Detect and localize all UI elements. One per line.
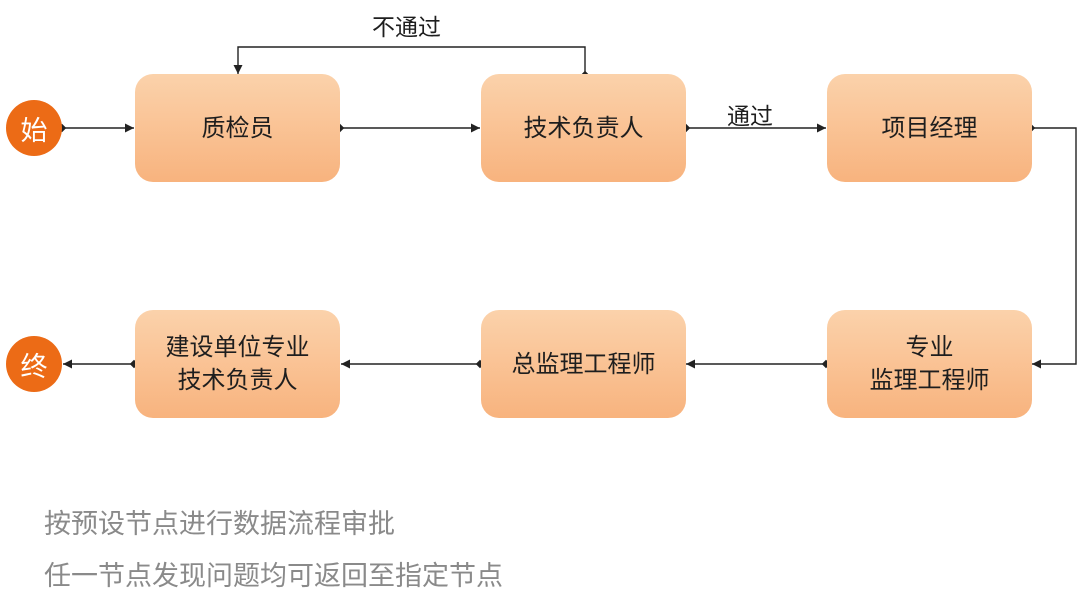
node-label: 项目经理 [881, 113, 978, 142]
edge-tech-lead-reject-loop [233, 46, 586, 75]
description-line-1: 按预设节点进行数据流程审批 [44, 509, 395, 540]
edge-label-reject: 不通过 [372, 15, 441, 41]
node-label-line2: 监理工程师 [869, 366, 990, 394]
node-owner-tech-lead: 建设单位专业 技术负责人 [135, 310, 340, 418]
node-label: 技术负责人 [523, 113, 644, 142]
node-tech-lead: 技术负责人 [481, 74, 686, 182]
node-label-line2: 技术负责人 [177, 366, 298, 394]
end-node: 终 [6, 336, 62, 392]
node-label: 总监理工程师 [511, 349, 656, 378]
node-label-line1: 专业 [905, 333, 954, 361]
edge-pm-to-specialist [1031, 127, 1077, 369]
end-label: 终 [20, 351, 48, 383]
node-project-manager: 项目经理 [827, 74, 1032, 182]
start-label: 始 [20, 115, 48, 147]
description-line-2: 任一节点发现问题均可返回至指定节点 [44, 561, 503, 592]
node-quality-inspector: 质检员 [135, 74, 340, 182]
edge-label-pass: 通过 [727, 104, 773, 130]
start-node: 始 [6, 100, 62, 156]
node-label: 质检员 [201, 113, 274, 142]
node-chief-supervisor: 总监理工程师 [481, 310, 686, 418]
node-label-line1: 建设单位专业 [165, 333, 310, 361]
node-specialist-supervisor: 专业 监理工程师 [827, 310, 1032, 418]
